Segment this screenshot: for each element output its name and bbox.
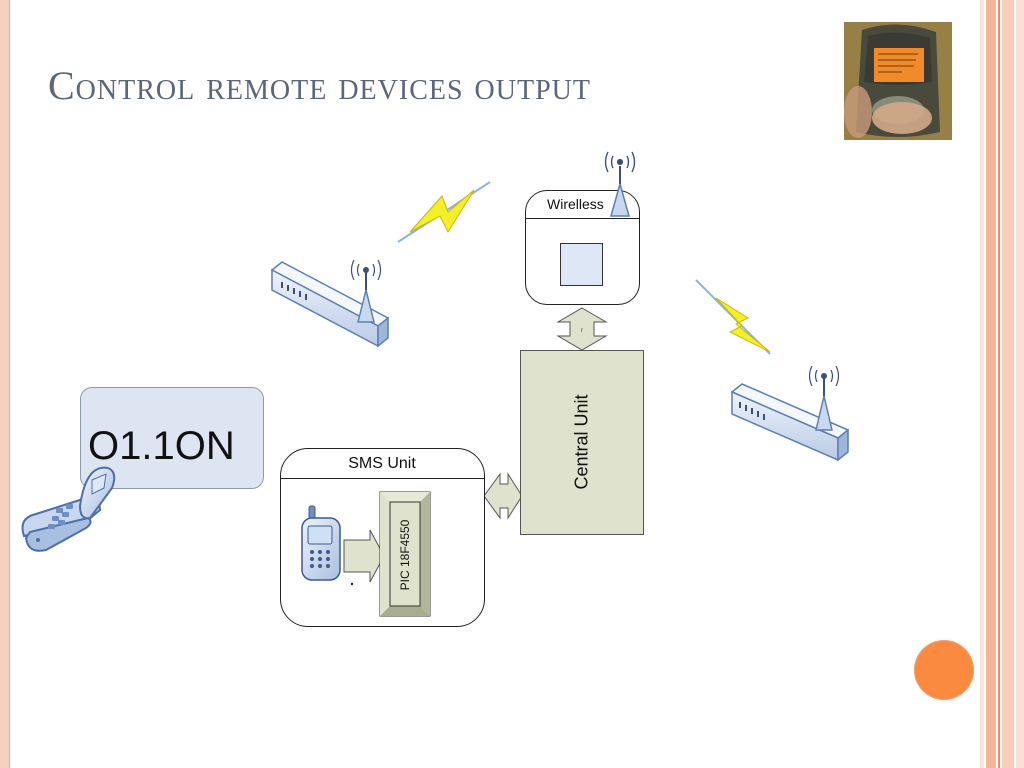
svg-text:r: r: [581, 328, 583, 334]
wireless-unit-label: Wirelless: [547, 196, 604, 212]
wireless-switch-icon: [270, 259, 390, 348]
lightning-icon: [695, 279, 771, 355]
central-unit-label: Central Unit: [571, 394, 592, 490]
bidirectional-arrow-icon: [483, 472, 523, 520]
central-unit-box: [520, 350, 644, 535]
wireless-module: [560, 243, 603, 286]
flip-phone-icon: [21, 466, 116, 552]
phone-photo: [844, 22, 952, 140]
lightning-icon: [397, 181, 491, 243]
right-border-stripes: [980, 0, 1024, 768]
wireless-unit-divider: [526, 218, 639, 219]
sms-unit-label: SMS Unit: [348, 455, 416, 472]
pic-label: PIC 18F4550: [398, 519, 412, 591]
accent-circle: [914, 640, 974, 700]
slide-title: Control remote devices output: [48, 63, 591, 108]
wireless-switch-icon: [730, 365, 850, 462]
sms-unit-box: [280, 448, 485, 627]
sms-unit-divider: [281, 478, 484, 479]
left-border-stripe: [0, 0, 10, 768]
sms-message-text: O1.1ON: [88, 424, 235, 468]
